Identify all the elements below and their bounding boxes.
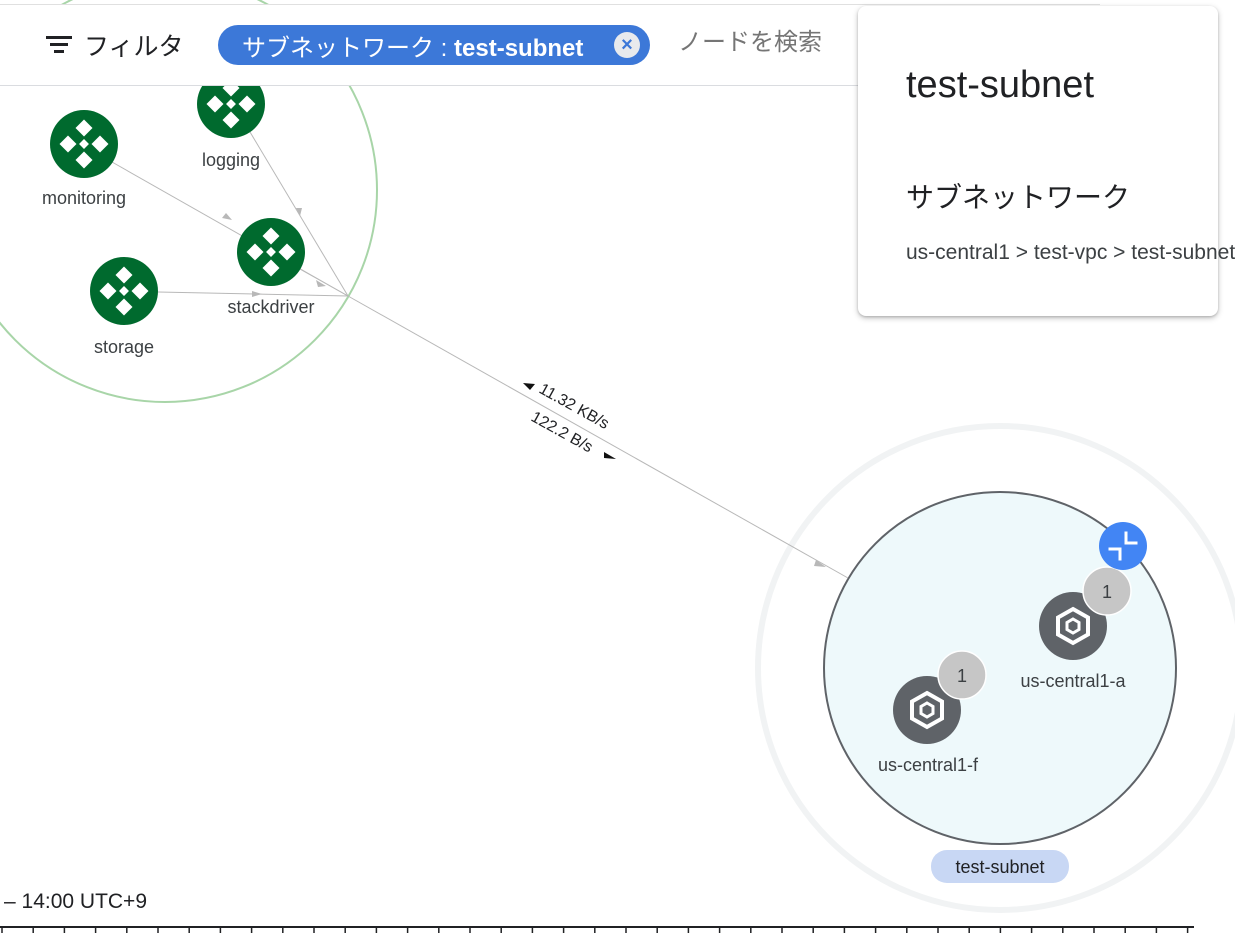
collapse-subnet-button[interactable] — [1099, 522, 1147, 570]
subnet-label-pill[interactable]: test-subnet — [931, 850, 1069, 883]
subnet-filter-chip[interactable]: サブネットワーク : test-subnet × — [218, 25, 650, 65]
filter-button[interactable]: フィルタ — [46, 29, 184, 61]
subnet-halo — [755, 423, 1235, 913]
chip-value: test-subnet — [454, 34, 584, 62]
edge-arrowheads — [222, 208, 826, 567]
filter-toolbar: フィルタ サブネットワーク : test-subnet × — [0, 5, 860, 86]
chip-remove-icon[interactable]: × — [614, 32, 640, 58]
zone-a-count-badge — [1082, 566, 1132, 616]
panel-type: サブネットワーク — [906, 182, 1131, 213]
subnet-label: test-subnet — [955, 857, 1044, 877]
zone-a-count: 1 — [1102, 582, 1112, 602]
collapse-icon — [1108, 531, 1138, 561]
zone-f-label: us-central1-f — [878, 755, 979, 775]
edge-project-subnet[interactable] — [347, 295, 849, 579]
edge-stackdriver-hub[interactable] — [297, 267, 349, 297]
node-zone-f[interactable]: 1 us-central1-f — [878, 650, 987, 775]
panel-resource-path: us-central1 > test-vpc > test-subnet — [906, 241, 1235, 264]
panel-title: test-subnet — [906, 64, 1094, 106]
details-panel: test-subnet サブネットワーク us-central1 > test-… — [858, 6, 1235, 316]
zone-f-count: 1 — [957, 666, 967, 686]
filter-label: フィルタ — [84, 33, 184, 61]
zone-a-node-circle[interactable] — [1039, 592, 1107, 660]
node-zone-a[interactable]: 1 us-central1-a — [1020, 566, 1132, 691]
node-storage[interactable]: storage — [90, 257, 158, 357]
storage-label: storage — [94, 337, 154, 357]
timeline-time-label: – 14:00 UTC+9 — [4, 890, 148, 913]
inbound-arrow-icon — [604, 452, 616, 459]
node-stackdriver[interactable]: stackdriver — [227, 218, 315, 317]
node-monitoring[interactable]: monitoring — [42, 110, 126, 208]
zone-f-count-badge — [937, 650, 987, 700]
timeline-ruler[interactable] — [0, 926, 1194, 933]
monitoring-label: monitoring — [42, 188, 126, 208]
logging-label: logging — [202, 150, 260, 170]
zone-f-node-circle[interactable] — [893, 676, 961, 744]
edge-rate-labels: 11.32 KB/s 122.2 B/s — [523, 381, 616, 459]
node-logging[interactable]: logging — [197, 70, 265, 170]
chip-text: サブネットワーク : test-subnet — [242, 28, 583, 63]
outbound-arrow-icon — [523, 383, 535, 390]
chip-prefix: サブネットワーク : — [242, 34, 455, 62]
node-search-input[interactable] — [678, 29, 848, 57]
top-divider — [0, 4, 1100, 5]
stackdriver-label: stackdriver — [227, 297, 314, 317]
filter-list-icon — [46, 36, 72, 54]
timeline-ticks — [1, 928, 1189, 933]
zone-a-label: us-central1-a — [1020, 671, 1126, 691]
